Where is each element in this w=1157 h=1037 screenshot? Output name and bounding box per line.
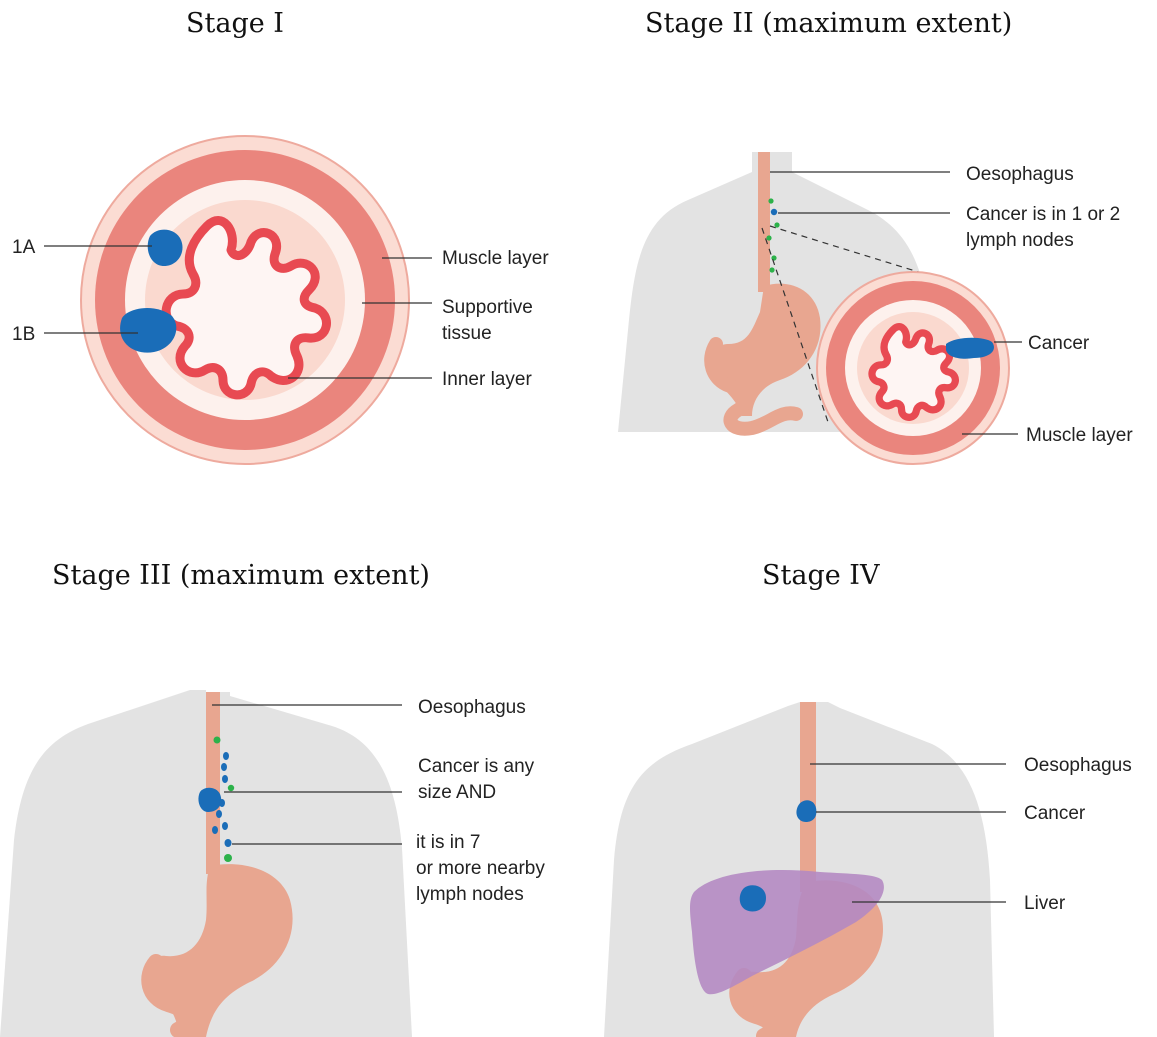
label-lymph-nodes-2: lymph nodes bbox=[966, 230, 1074, 251]
label-nodes-1: it is in 7 bbox=[416, 832, 480, 853]
affected-lymph-node bbox=[212, 826, 218, 834]
lymph-node bbox=[766, 235, 771, 240]
label-inner-layer: Inner layer bbox=[442, 369, 532, 390]
label-muscle-layer: Muscle layer bbox=[1026, 425, 1133, 446]
lymph-node bbox=[224, 854, 232, 862]
oesophagus bbox=[800, 702, 816, 892]
lymph-node bbox=[214, 737, 221, 744]
affected-lymph-node bbox=[216, 810, 222, 818]
label-supportive-tissue-2: tissue bbox=[442, 323, 492, 344]
stage-3-illustration bbox=[0, 690, 412, 1037]
label-any-size-1: Cancer is any bbox=[418, 756, 535, 777]
label-nodes-3: lymph nodes bbox=[416, 884, 524, 905]
liver-metastasis bbox=[740, 885, 766, 911]
affected-lymph-node bbox=[223, 752, 229, 760]
affected-lymph-node bbox=[221, 763, 227, 771]
label-oesophagus: Oesophagus bbox=[966, 164, 1074, 185]
label-liver: Liver bbox=[1024, 893, 1066, 914]
label-muscle-layer: Muscle layer bbox=[442, 248, 549, 269]
lymph-node bbox=[771, 255, 776, 260]
label-nodes-2: or more nearby bbox=[416, 858, 545, 879]
tumour bbox=[198, 788, 221, 812]
stage-2-illustration bbox=[618, 152, 1009, 464]
label-lymph-nodes-1: Cancer is in 1 or 2 bbox=[966, 204, 1120, 225]
lymph-node bbox=[768, 198, 773, 203]
affected-lymph-node bbox=[219, 799, 225, 807]
label-cancer: Cancer bbox=[1024, 803, 1086, 824]
stage-1-cross-section bbox=[81, 136, 409, 464]
affected-lymph-node bbox=[222, 822, 228, 830]
affected-lymph-node bbox=[771, 209, 777, 215]
lymph-node bbox=[774, 222, 779, 227]
label-any-size-2: size AND bbox=[418, 782, 496, 803]
tumour bbox=[946, 338, 994, 359]
lymph-node bbox=[769, 267, 774, 272]
label-cancer: Cancer bbox=[1028, 333, 1090, 354]
label-1b: 1B bbox=[12, 324, 35, 345]
affected-lymph-node bbox=[225, 839, 232, 847]
label-oesophagus: Oesophagus bbox=[1024, 755, 1132, 776]
label-supportive-tissue-1: Supportive bbox=[442, 297, 533, 318]
label-1a: 1A bbox=[12, 237, 36, 258]
stage-4-illustration bbox=[604, 702, 994, 1037]
lymph-node bbox=[228, 785, 234, 791]
oesophagus bbox=[758, 152, 770, 292]
affected-lymph-node bbox=[222, 775, 228, 783]
oesophagus bbox=[206, 692, 220, 874]
label-oesophagus: Oesophagus bbox=[418, 697, 526, 718]
